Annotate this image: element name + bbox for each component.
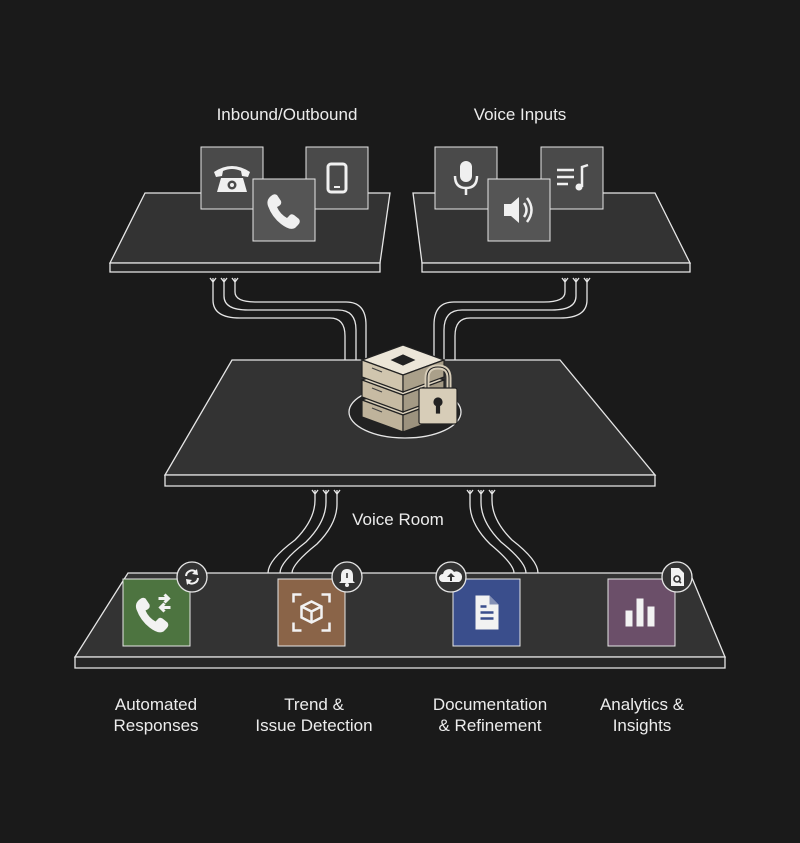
speaker-tile: [487, 178, 551, 242]
phone-handset-icon: [267, 194, 300, 229]
output-tile-2: [277, 578, 346, 647]
microphone-tile: [434, 146, 498, 210]
voice-inputs-label: Voice Inputs: [473, 105, 567, 124]
refresh-icon: [176, 561, 208, 593]
speaker-icon: [504, 197, 533, 223]
cloud-upload-icon: [435, 561, 467, 593]
trend-issue-detection-label: Trend &Issue Detection: [255, 695, 373, 735]
document-search-icon: [661, 561, 693, 593]
voice-room-label: Voice Room: [352, 510, 444, 529]
audio-playlist-tile: [540, 146, 604, 210]
phone-handset-tile: [252, 178, 316, 242]
outputs-platform: [73, 572, 726, 669]
microphone-icon: [453, 161, 479, 195]
desk-phone-icon: [214, 166, 250, 192]
smartphone-icon: [326, 162, 348, 194]
analytics-insights-label: Analytics &Insights: [599, 695, 685, 735]
output-tile-1: [122, 578, 191, 647]
call-transfer-icon: [135, 593, 171, 633]
document-icon: [475, 595, 499, 630]
outputs-connector-left: [267, 489, 341, 574]
output-tile-4: [607, 578, 676, 647]
inbound-connector: [209, 277, 367, 360]
audio-playlist-icon: [557, 163, 589, 191]
inbound-outbound-label: Inbound/Outbound: [216, 105, 358, 124]
voice-inputs-connector: [433, 277, 591, 360]
inbound-platform: [108, 192, 391, 273]
cube-scan-icon: [292, 593, 331, 632]
outputs-connector-right: [466, 489, 539, 574]
outputs-layer: [122, 561, 693, 647]
bell-icon: [331, 561, 363, 593]
documentation-refinement-label: Documentation& Refinement: [432, 695, 548, 735]
bar-chart-icon: [625, 598, 655, 627]
output-tile-3: [452, 578, 521, 647]
smartphone-tile: [305, 146, 369, 210]
secure-server-stack-icon: [360, 344, 458, 433]
voice-inputs-platform: [412, 192, 692, 273]
